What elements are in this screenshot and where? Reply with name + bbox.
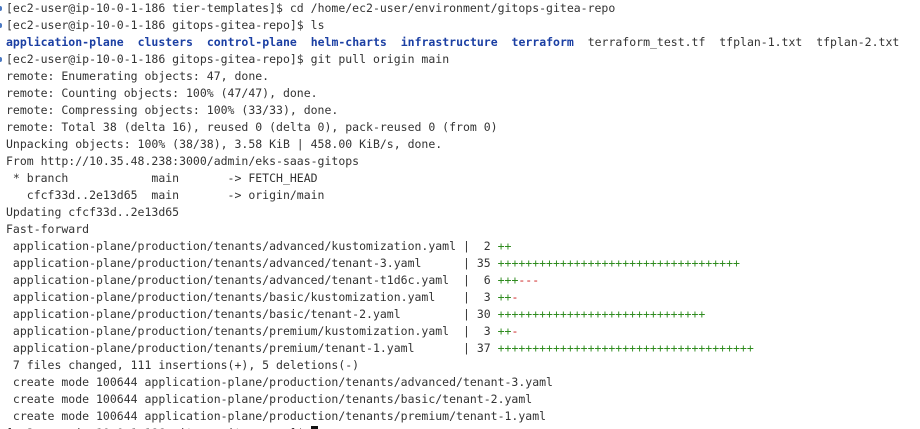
- prompt-text: [ec2-user@ip-10-0-1-186 gitops-gitea-rep…: [6, 18, 311, 32]
- prompt-text: [ec2-user@ip-10-0-1-186 tier-templates]$: [6, 1, 290, 15]
- cursor: [310, 426, 318, 429]
- diffstat-count: 37: [476, 341, 498, 355]
- directory-entry: control-plane: [206, 35, 297, 49]
- terminal-line: Updating cfcf33d..2e13d65: [0, 204, 179, 221]
- output-text: From http://10.35.48.238:3000/admin/eks-…: [6, 154, 360, 168]
- diffstat-insertions: +++: [497, 273, 519, 287]
- diffstat-file: application-plane/production/tenants/adv…: [6, 273, 477, 287]
- terminal-line: Fast-forward: [0, 221, 89, 238]
- output-text: cfcf33d..2e13d65 main -> origin/main: [6, 188, 325, 202]
- prompt-text: [ec2-user@ip-10-0-1-186 gitops-gitea-rep…: [6, 426, 311, 429]
- output-text: Unpacking objects: 100% (38/38), 3.58 Ki…: [6, 137, 443, 151]
- diffstat-insertions: ++: [497, 324, 512, 338]
- diffstat-row: application-plane/production/tenants/pre…: [0, 323, 518, 340]
- output-text: * branch main -> FETCH_HEAD: [6, 171, 318, 185]
- terminal-line: * branch main -> FETCH_HEAD: [0, 170, 318, 187]
- prompt-marker-icon: [0, 23, 2, 28]
- diffstat-count: 6: [476, 273, 498, 287]
- output-text: 7 files changed, 111 insertions(+), 5 de…: [6, 358, 360, 372]
- terminal-line: 7 files changed, 111 insertions(+), 5 de…: [0, 357, 359, 374]
- prompt-line: [ec2-user@ip-10-0-1-186 gitops-gitea-rep…: [0, 17, 325, 34]
- diffstat-count: 35: [476, 256, 498, 270]
- file-entry: terraform_test.tf: [587, 35, 706, 49]
- terminal-line: create mode 100644 application-plane/pro…: [0, 391, 532, 408]
- diffstat-count: 3: [476, 290, 498, 304]
- diffstat-insertions: +++++++++++++++++++++++++++++++++++: [497, 256, 740, 270]
- output-text: Updating cfcf33d..2e13d65: [6, 205, 180, 219]
- command-text: cd /home/ec2-user/environment/gitops-git…: [289, 1, 616, 15]
- prompt-line: [ec2-user@ip-10-0-1-186 tier-templates]$…: [0, 0, 615, 17]
- command-text: git pull origin main: [310, 52, 450, 66]
- directory-entry: terraform: [511, 35, 574, 49]
- diffstat-row: application-plane/production/tenants/adv…: [0, 272, 539, 289]
- diffstat-file: application-plane/production/tenants/pre…: [6, 341, 477, 355]
- terminal-line: From http://10.35.48.238:3000/admin/eks-…: [0, 153, 359, 170]
- output-text: remote: Compressing objects: 100% (33/33…: [6, 103, 339, 117]
- output-text: create mode 100644 application-plane/pro…: [6, 375, 553, 389]
- prompt-line: [ec2-user@ip-10-0-1-186 gitops-gitea-rep…: [0, 425, 318, 429]
- output-text: create mode 100644 application-plane/pro…: [6, 409, 547, 423]
- prompt-line: [ec2-user@ip-10-0-1-186 gitops-gitea-rep…: [0, 51, 449, 68]
- diffstat-file: application-plane/production/tenants/adv…: [6, 239, 477, 253]
- diffstat-file: application-plane/production/tenants/pre…: [6, 324, 477, 338]
- prompt-text: [ec2-user@ip-10-0-1-186 gitops-gitea-rep…: [6, 52, 311, 66]
- terminal-line: cfcf33d..2e13d65 main -> origin/main: [0, 187, 325, 204]
- diffstat-file: application-plane/production/tenants/adv…: [6, 256, 477, 270]
- diffstat-file: application-plane/production/tenants/bas…: [6, 307, 477, 321]
- output-text: remote: Counting objects: 100% (47/47), …: [6, 86, 318, 100]
- diffstat-row: application-plane/production/tenants/adv…: [0, 238, 512, 255]
- ls-output: application-plane clusters control-plane…: [0, 34, 899, 51]
- diffstat-insertions: ++++++++++++++++++++++++++++++: [497, 307, 706, 321]
- directory-entry: infrastructure: [400, 35, 498, 49]
- diffstat-row: application-plane/production/tenants/bas…: [0, 289, 518, 306]
- terminal-line: Unpacking objects: 100% (38/38), 3.58 Ki…: [0, 136, 442, 153]
- output-text: Fast-forward: [6, 222, 90, 236]
- output-text: remote: Total 38 (delta 16), reused 0 (d…: [6, 120, 498, 134]
- diffstat-row: application-plane/production/tenants/adv…: [0, 255, 740, 272]
- diffstat-count: 2: [476, 239, 498, 253]
- diffstat-row: application-plane/production/tenants/bas…: [0, 306, 705, 323]
- terminal-line: remote: Enumerating objects: 47, done.: [0, 68, 269, 85]
- terminal-line: create mode 100644 application-plane/pro…: [0, 408, 546, 425]
- command-text: ls: [310, 18, 325, 32]
- diffstat-insertions: ++: [497, 239, 512, 253]
- prompt-marker-icon: [0, 6, 2, 11]
- diffstat-count: 30: [476, 307, 498, 321]
- diffstat-row: application-plane/production/tenants/pre…: [0, 340, 754, 357]
- diffstat-file: application-plane/production/tenants/bas…: [6, 290, 477, 304]
- directory-entry: application-plane: [6, 35, 124, 49]
- file-entry: tfplan-1.txt: [719, 35, 803, 49]
- prompt-marker-icon: [0, 57, 2, 62]
- directory-entry: clusters: [137, 35, 193, 49]
- file-entry: tfplan-2.txt: [816, 35, 900, 49]
- diffstat-deletions: -: [511, 290, 519, 304]
- terminal-line: remote: Compressing objects: 100% (33/33…: [0, 102, 338, 119]
- directory-entry: helm-charts: [310, 35, 387, 49]
- output-text: remote: Enumerating objects: 47, done.: [6, 69, 270, 83]
- diffstat-insertions: +++++++++++++++++++++++++++++++++++++: [497, 341, 754, 355]
- diffstat-deletions: -: [511, 324, 519, 338]
- diffstat-deletions: ---: [518, 273, 540, 287]
- terminal-line: remote: Counting objects: 100% (47/47), …: [0, 85, 318, 102]
- output-text: create mode 100644 application-plane/pro…: [6, 392, 533, 406]
- diffstat-count: 3: [476, 324, 498, 338]
- terminal-line: remote: Total 38 (delta 16), reused 0 (d…: [0, 119, 498, 136]
- terminal-line: create mode 100644 application-plane/pro…: [0, 374, 553, 391]
- diffstat-insertions: ++: [497, 290, 512, 304]
